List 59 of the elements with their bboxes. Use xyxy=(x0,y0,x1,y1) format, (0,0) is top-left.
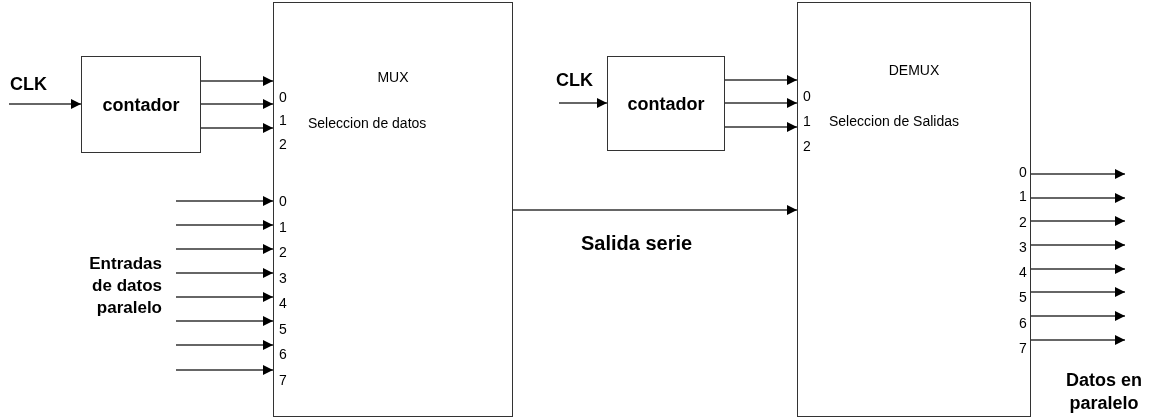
arrow xyxy=(200,99,274,109)
arrow xyxy=(512,205,798,215)
pin-number: 3 xyxy=(1019,238,1027,257)
pin-number: 6 xyxy=(279,345,287,364)
block-title: DEMUX xyxy=(887,62,941,78)
process-box xyxy=(81,56,201,153)
arrow xyxy=(724,122,798,132)
pin-number: 5 xyxy=(1019,288,1027,307)
pin-number: 0 xyxy=(1019,163,1027,182)
pin-number: 2 xyxy=(279,135,287,154)
block-label: contador xyxy=(101,95,181,116)
pin-number: 7 xyxy=(1019,339,1027,358)
block-box xyxy=(273,2,513,417)
pin-number: 3 xyxy=(279,268,287,287)
pin-number: 1 xyxy=(1019,187,1027,206)
block-box xyxy=(797,2,1031,417)
block-label: contador xyxy=(626,94,706,115)
arrow xyxy=(200,76,274,86)
pin-number: 6 xyxy=(1019,314,1027,333)
pin-number: 7 xyxy=(279,370,287,389)
arrow xyxy=(1030,264,1126,274)
arrow xyxy=(175,196,274,206)
arrow xyxy=(175,268,274,278)
signal-label: Datos en paralelo xyxy=(1065,368,1143,415)
arrow xyxy=(1030,311,1126,321)
pin-number: 0 xyxy=(803,87,811,106)
pin-number: 1 xyxy=(279,111,287,130)
pin-number: 2 xyxy=(803,137,811,156)
arrow xyxy=(175,340,274,350)
pin-number: 1 xyxy=(279,217,287,236)
process-box xyxy=(607,56,725,151)
arrow xyxy=(175,220,274,230)
pin-number: 2 xyxy=(279,243,287,262)
arrow xyxy=(175,244,274,254)
arrow xyxy=(1030,287,1126,297)
pin-number: 4 xyxy=(279,294,287,313)
arrow xyxy=(1030,193,1126,203)
arrow xyxy=(558,98,608,108)
pin-number: 4 xyxy=(1019,263,1027,282)
block-subtitle: Seleccion de datos xyxy=(308,115,427,131)
pin-number: 1 xyxy=(803,112,811,131)
block-title: MUX xyxy=(376,69,410,85)
arrow xyxy=(1030,169,1126,179)
block-subtitle: Seleccion de Salidas xyxy=(829,113,959,129)
pin-number: 2 xyxy=(1019,213,1027,232)
pin-number: 5 xyxy=(279,319,287,338)
arrow xyxy=(175,292,274,302)
pin-number: 0 xyxy=(279,192,287,211)
arrow xyxy=(200,123,274,133)
arrow xyxy=(8,99,82,109)
arrow xyxy=(175,316,274,326)
pin-number: 0 xyxy=(279,88,287,107)
signal-label: Entradas de datos paralelo xyxy=(88,253,162,320)
arrow xyxy=(1030,335,1126,345)
arrow xyxy=(175,365,274,375)
arrow xyxy=(724,75,798,85)
arrow xyxy=(724,98,798,108)
arrow xyxy=(1030,240,1126,250)
arrow xyxy=(1030,216,1126,226)
